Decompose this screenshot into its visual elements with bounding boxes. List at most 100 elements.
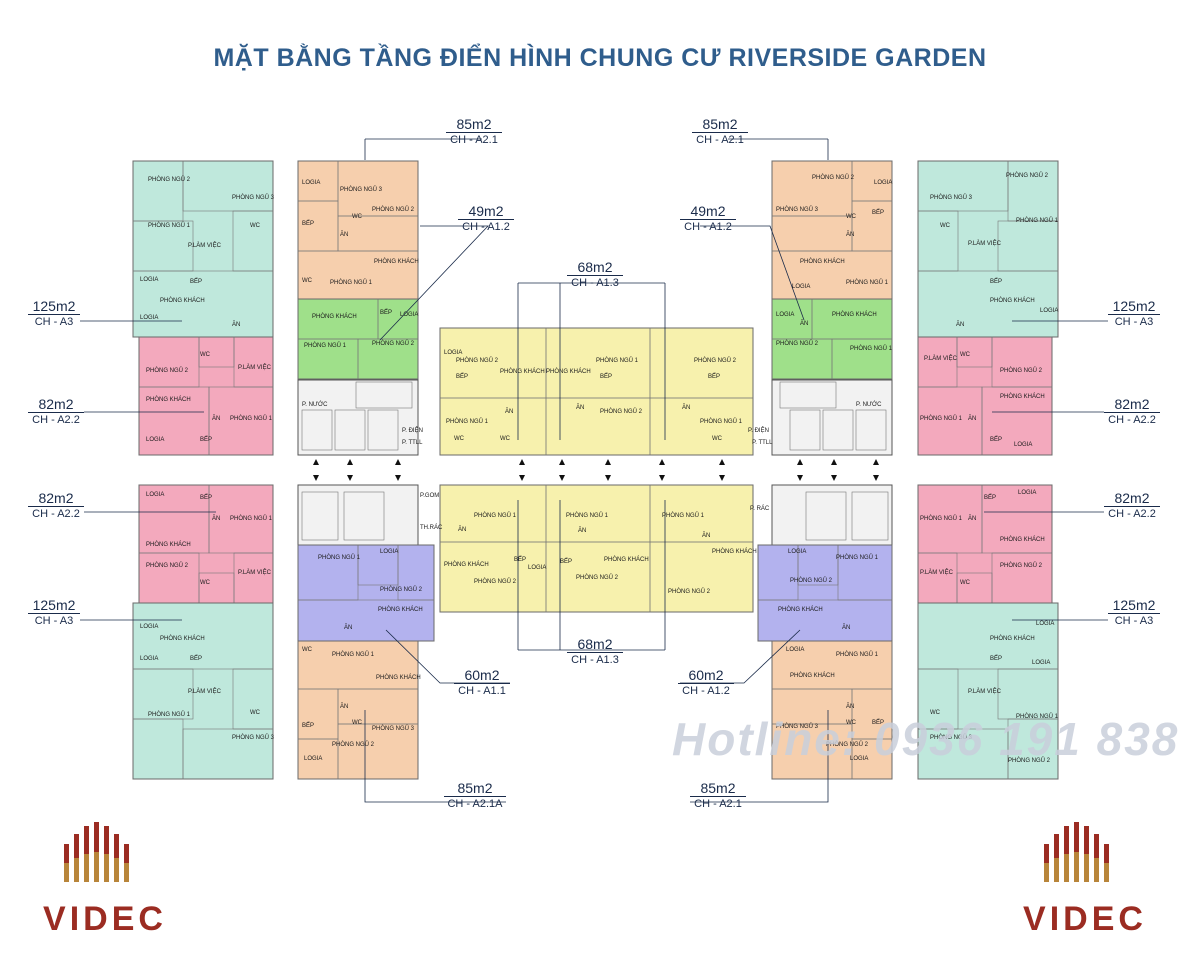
room-label: P. TTLL xyxy=(752,440,773,446)
room-label: PHÒNG KHÁCH xyxy=(146,541,191,548)
room-label: PHÒNG KHÁCH xyxy=(712,548,757,555)
room-label: PHÒNG NGỦ 1 xyxy=(920,415,963,422)
room-label: LOGIA xyxy=(140,277,158,283)
room-label: LOGIA xyxy=(776,312,794,318)
room-label: ĂN xyxy=(578,527,586,534)
room-wall xyxy=(301,491,339,541)
room-label: P.LÀM VIỆC xyxy=(920,568,954,576)
room-label: BẾP xyxy=(600,373,612,380)
room-label: PHÒNG KHÁCH xyxy=(990,297,1035,304)
room-label: P.GOM xyxy=(420,493,439,499)
room-label: BẾP xyxy=(984,494,996,501)
room-label: PHÒNG NGỦ 1 xyxy=(446,418,489,425)
unit-85-bottom-left xyxy=(297,640,419,780)
room-label: PHÒNG KHÁCH xyxy=(160,297,205,304)
room-label: WC xyxy=(250,710,261,716)
room-label: P.LÀM VIỆC xyxy=(968,687,1002,695)
room-label: BẾP xyxy=(990,278,1002,285)
room-label: LOGIA xyxy=(1014,442,1032,448)
column-marker xyxy=(519,459,525,465)
room-label: PHÒNG KHÁCH xyxy=(990,635,1035,642)
room-label: ĂN xyxy=(702,532,710,539)
room-wall xyxy=(831,338,893,380)
page-title: MẶT BẰNG TẦNG ĐIỂN HÌNH CHUNG CƯ RIVERSI… xyxy=(213,44,987,72)
room-label: LOGIA xyxy=(874,180,892,186)
room-label: PHÒNG NGỦ 1 xyxy=(230,415,273,422)
room-label: PHÒNG KHÁCH xyxy=(500,368,545,375)
column-marker xyxy=(605,475,611,481)
room-label: WC xyxy=(250,223,261,229)
room-label: LOGIA xyxy=(302,180,320,186)
room-label: ĂN xyxy=(846,231,854,238)
room-wall xyxy=(182,160,274,212)
room-label: PHÒNG NGỦ 2 xyxy=(600,408,643,415)
room-label: PHÒNG NGỦ 1 xyxy=(318,554,361,561)
room-label: PHÒNG NGỦ 1 xyxy=(596,357,639,364)
apartment-blocks xyxy=(132,160,1059,780)
room-label: PHÒNG NGỦ 1 xyxy=(330,279,373,286)
column-marker xyxy=(395,459,401,465)
room-label: BẾP xyxy=(990,436,1002,443)
room-label: BẾP xyxy=(380,309,392,316)
room-label: BẾP xyxy=(302,220,314,227)
room-label: LOGIA xyxy=(792,284,810,290)
room-label: ĂN xyxy=(232,321,240,328)
room-label: BẾP xyxy=(560,558,572,565)
room-label: LOGIA xyxy=(786,647,804,653)
room-wall xyxy=(649,397,754,456)
room-label: ĂN xyxy=(842,624,850,631)
leader-line xyxy=(700,225,805,321)
room-label: PHÒNG NGỦ 2 xyxy=(456,357,499,364)
column-marker xyxy=(797,475,803,481)
room-label: LOGIA xyxy=(850,756,868,762)
room-label: PHÒNG NGỦ 3 xyxy=(930,194,973,201)
room-wall xyxy=(805,491,847,541)
room-label: BẾP xyxy=(872,719,884,726)
room-label: PHÒNG NGỦ 1 xyxy=(836,554,879,561)
room-wall xyxy=(649,541,754,613)
column-marker xyxy=(395,475,401,481)
room-label: LOGIA xyxy=(444,350,462,356)
room-label: BẾP xyxy=(708,373,720,380)
room-wall xyxy=(355,381,413,409)
room-labels: PHÒNG NGỦ 2 PHÒNG NGỦ 3 PHÒNG NGỦ 1 P.LÀM V… xyxy=(140,172,1059,764)
room-label: LOGIA xyxy=(1018,490,1036,496)
column-marker xyxy=(313,459,319,465)
room-label: PHÒNG NGỦ 1 xyxy=(920,515,963,522)
unit-82-right-top xyxy=(917,336,1053,456)
room-label: PHÒNG KHÁCH xyxy=(160,635,205,642)
core-left-top xyxy=(297,379,419,456)
room-label: PHÒNG KHÁCH xyxy=(376,674,421,681)
room-label: LOGIA xyxy=(528,565,546,571)
core-right-top xyxy=(771,379,893,456)
unit-85-bottom-right xyxy=(771,640,893,780)
room-label: PHÒNG NGỦ 2 xyxy=(790,577,833,584)
column-marker xyxy=(313,475,319,481)
column-marker xyxy=(873,459,879,465)
room-label: ĂN xyxy=(340,703,348,710)
leader-line xyxy=(364,710,506,803)
room-label: WC xyxy=(454,436,465,442)
room-label: ĂN xyxy=(956,321,964,328)
room-label: PHÒNG NGỦ 1 xyxy=(332,651,375,658)
room-label: LOGIA xyxy=(400,312,418,318)
room-label: PHÒNG NGỦ 1 xyxy=(846,279,889,286)
room-label: WC xyxy=(846,214,857,220)
room-label: WC xyxy=(200,352,211,358)
column-marker xyxy=(605,459,611,465)
room-label: WC xyxy=(960,352,971,358)
room-label: P. ĐIỆN xyxy=(748,426,769,434)
room-label: WC xyxy=(930,710,941,716)
room-label: PHÒNG NGỦ 1 xyxy=(148,222,191,229)
unit-68-top-block xyxy=(439,327,754,456)
room-label: PHÒNG KHÁCH xyxy=(546,368,591,375)
room-label: PHÒNG NGỦ 3 xyxy=(232,194,275,201)
